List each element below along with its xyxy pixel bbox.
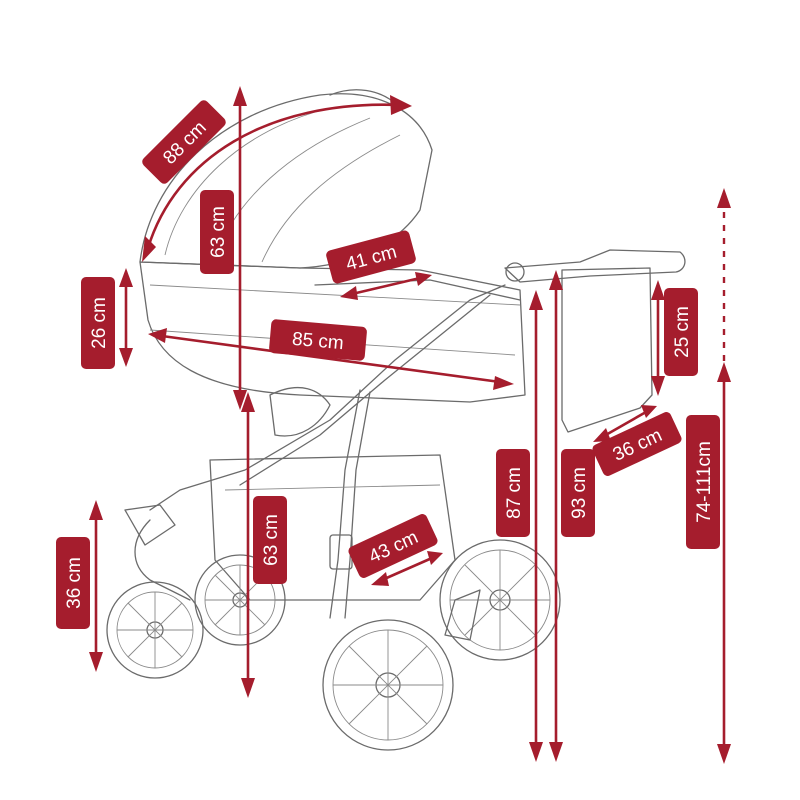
arrowhead [651, 280, 665, 300]
handle-high-text: 93 cm [569, 467, 590, 519]
arrowhead [651, 376, 665, 396]
arrowhead [241, 392, 255, 412]
canopy-height-text: 63 cm [208, 206, 229, 258]
arrowhead [233, 86, 247, 106]
arrowhead [493, 376, 514, 390]
bag-width-line [603, 410, 647, 438]
arrowhead [371, 572, 389, 586]
arrowhead [340, 286, 358, 300]
arrowhead [427, 551, 443, 565]
stroller-outline [106, 89, 686, 751]
label-wheel-diameter: 36 cm [56, 537, 90, 629]
arrowhead [529, 742, 543, 762]
label-carrycot-width: 41 cm [326, 230, 416, 284]
arrowhead [241, 678, 255, 698]
handle-low-text: 87 cm [504, 467, 525, 519]
arrowhead [142, 236, 156, 262]
label-carrycot-length: 85 cm [269, 319, 367, 361]
label-handle-high: 93 cm [561, 449, 595, 537]
measurement-lines [89, 86, 731, 764]
bag-height-text: 25 cm [672, 306, 693, 358]
carrycot-depth-text: 26 cm [89, 297, 110, 349]
label-bag-height: 25 cm [664, 288, 698, 376]
label-canopy-arc: 88 cm [142, 100, 226, 184]
arrowhead [89, 500, 103, 520]
arrowhead [233, 390, 247, 410]
basket-width-line [381, 556, 433, 582]
wheel-diameter-text: 36 cm [64, 557, 85, 609]
arrowhead [593, 428, 611, 442]
arrowhead [641, 405, 657, 418]
label-bag-width: 36 cm [592, 412, 682, 476]
arrowhead [119, 268, 133, 287]
handle-adjustable-text: 74-111cm [694, 441, 715, 523]
arrowhead [148, 328, 167, 343]
arrowhead [390, 95, 412, 115]
label-basket-width: 43 cm [348, 514, 438, 578]
carrycot-length-text: 85 cm [291, 329, 344, 354]
carrycot-length-line [161, 334, 501, 384]
arrowhead [89, 652, 103, 672]
label-handle-adjustable: 74-111cm [686, 415, 720, 549]
carrycot-width-line [351, 276, 421, 296]
arrowhead [549, 270, 563, 290]
canopy-arc-line [146, 103, 401, 249]
label-handle-low: 87 cm [496, 449, 530, 537]
label-frame-height: 63 cm [253, 496, 287, 584]
arrowhead [415, 272, 432, 286]
label-canopy-height: 63 cm [200, 190, 234, 274]
arrowhead [717, 744, 731, 764]
arrowhead [529, 290, 543, 310]
arrowhead [549, 742, 563, 762]
label-carrycot-depth: 26 cm [81, 277, 115, 369]
frame-height-text: 63 cm [261, 514, 282, 566]
arrowhead [119, 348, 133, 367]
arrowhead [717, 362, 731, 382]
arrowhead [717, 188, 731, 208]
